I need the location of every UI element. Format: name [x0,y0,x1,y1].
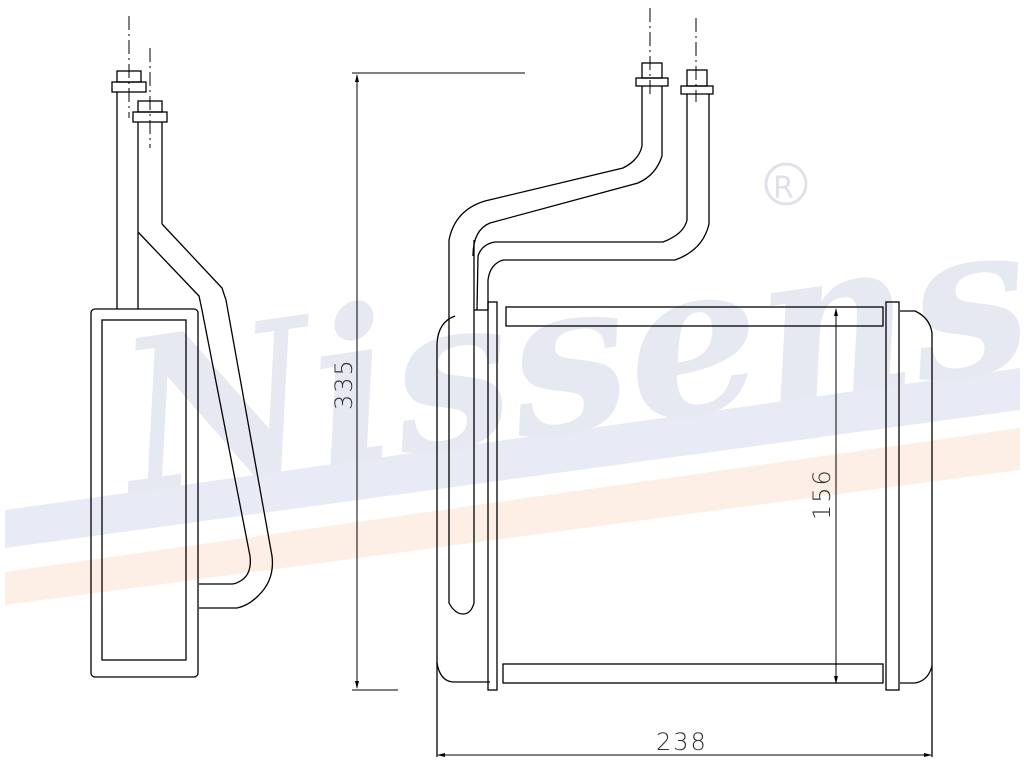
front-view [436,8,933,757]
dimension-core-height: 156 [808,308,838,684]
dimension-label-335: 335 [330,358,358,410]
watermark: Nissens R [5,162,1024,605]
dimension-height-total: 335 [330,72,525,691]
registered-mark-icon [764,162,808,206]
watermark-stripe-blue [5,368,1020,548]
dimension-label-238: 238 [656,728,708,756]
dimension-width-total: 238 [437,728,932,757]
watermark-stripe-orange [5,428,1020,605]
registered-mark-letter: R [773,171,794,206]
dimension-label-156: 156 [808,468,836,520]
side-view [90,16,274,678]
